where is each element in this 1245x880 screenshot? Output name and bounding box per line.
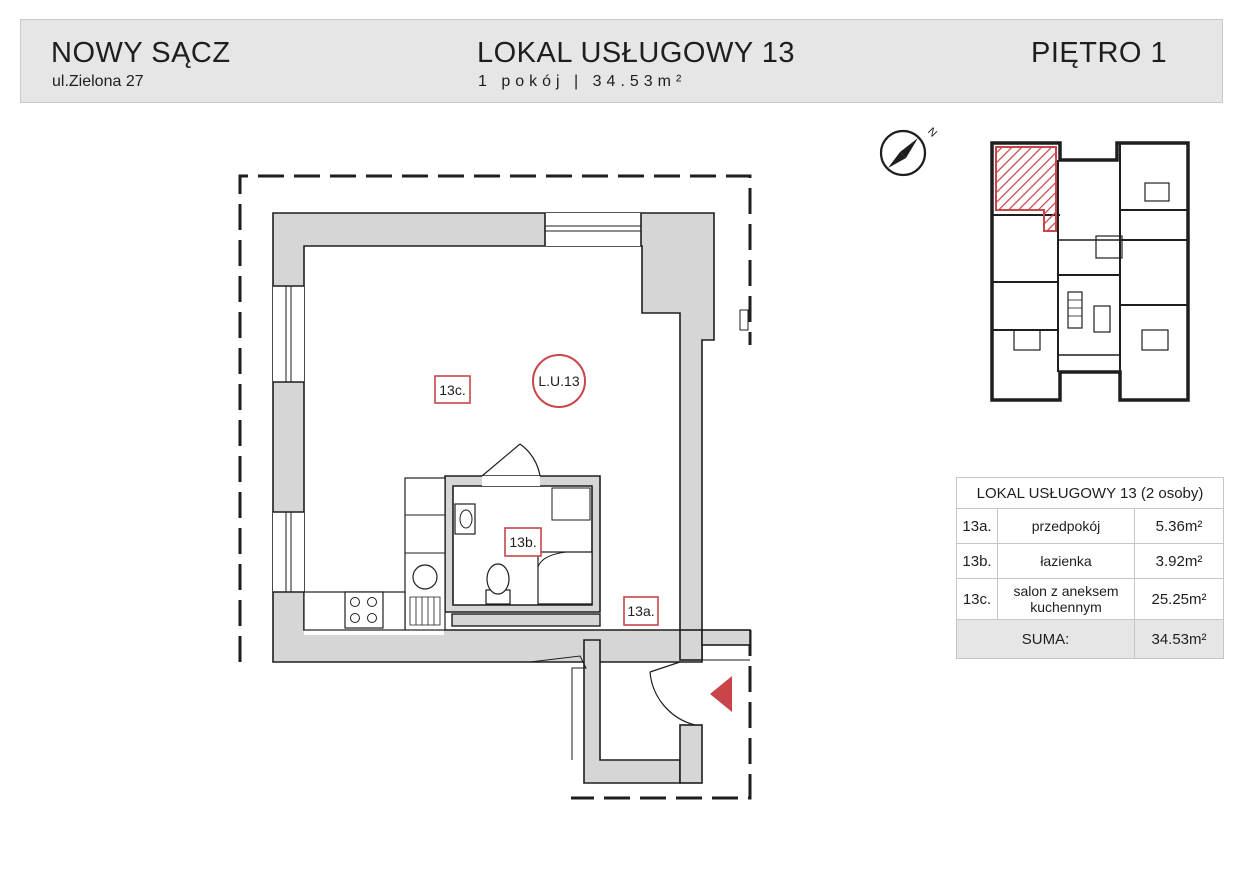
key-plan [990, 141, 1190, 402]
room-label-13c: 13c. [439, 382, 465, 398]
corridor-fixture [529, 655, 587, 760]
unit-tag: L.U.13 [538, 373, 579, 389]
row-area: 25.25m² [1134, 578, 1224, 620]
sum-row: SUMA: 34.53m² [956, 619, 1224, 659]
unit-title: LOKAL USŁUGOWY 13 [477, 37, 795, 69]
row-area: 5.36m² [1134, 508, 1224, 544]
entrance-door [649, 661, 696, 726]
room-label-13a: 13a. [627, 603, 654, 619]
table-row: 13b. łazienka 3.92m² [956, 543, 1224, 579]
kitchen-counter [404, 477, 446, 631]
window-left-lower [273, 512, 304, 592]
row-id: 13c. [956, 578, 998, 620]
compass-icon: N [879, 125, 939, 177]
boundary-dashed-line [238, 174, 752, 800]
window-left-upper [273, 286, 304, 382]
row-id: 13a. [956, 508, 998, 544]
unit-tag-circle [532, 354, 586, 408]
table-title: LOKAL USŁUGOWY 13 (2 osoby) [956, 477, 1224, 509]
entrance-arrow [710, 676, 732, 712]
row-name: przedpokój [997, 508, 1135, 544]
sum-value: 34.53m² [1134, 619, 1224, 659]
room-label-13b: 13b. [509, 534, 536, 550]
floor-label: PIĘTRO 1 [1031, 37, 1168, 69]
shower-tray [537, 551, 593, 605]
bathroom-door [481, 443, 541, 477]
cooktop [344, 591, 384, 629]
sum-label: SUMA: [956, 619, 1135, 659]
kitchen-bench-wall [451, 613, 601, 627]
row-name: salon z aneksem kuchennym [997, 578, 1135, 620]
sink [412, 564, 438, 590]
corridor-wall-right-lower [679, 724, 703, 784]
key-plan-highlight [995, 146, 1057, 232]
corridor-wall-right-upper [679, 629, 703, 661]
row-name: łazienka [997, 543, 1135, 579]
area-table: LOKAL USŁUGOWY 13 (2 osoby) 13a. przedpo… [956, 477, 1224, 659]
row-area: 3.92m² [1134, 543, 1224, 579]
exterior-wall-stub [701, 629, 751, 646]
north-label: N [925, 125, 939, 139]
window-top [545, 213, 641, 246]
row-id: 13b. [956, 543, 998, 579]
header-bar: NOWY SĄCZ ul.Zielona 27 LOKAL USŁUGOWY 1… [20, 19, 1223, 103]
unit-subtitle: 1 pokój | 34.53m² [478, 73, 687, 90]
room-13a-box [623, 596, 659, 626]
room-13b-box [504, 527, 542, 557]
table-row: 13c. salon z aneksem kuchennym 25.25m² [956, 578, 1224, 620]
street-address: ul.Zielona 27 [52, 73, 144, 90]
city-name: NOWY SĄCZ [51, 37, 231, 69]
room-13c-box [434, 375, 471, 404]
drainer [409, 596, 441, 626]
table-row: 13a. przedpokój 5.36m² [956, 508, 1224, 544]
bathroom-cabinet [551, 487, 591, 521]
